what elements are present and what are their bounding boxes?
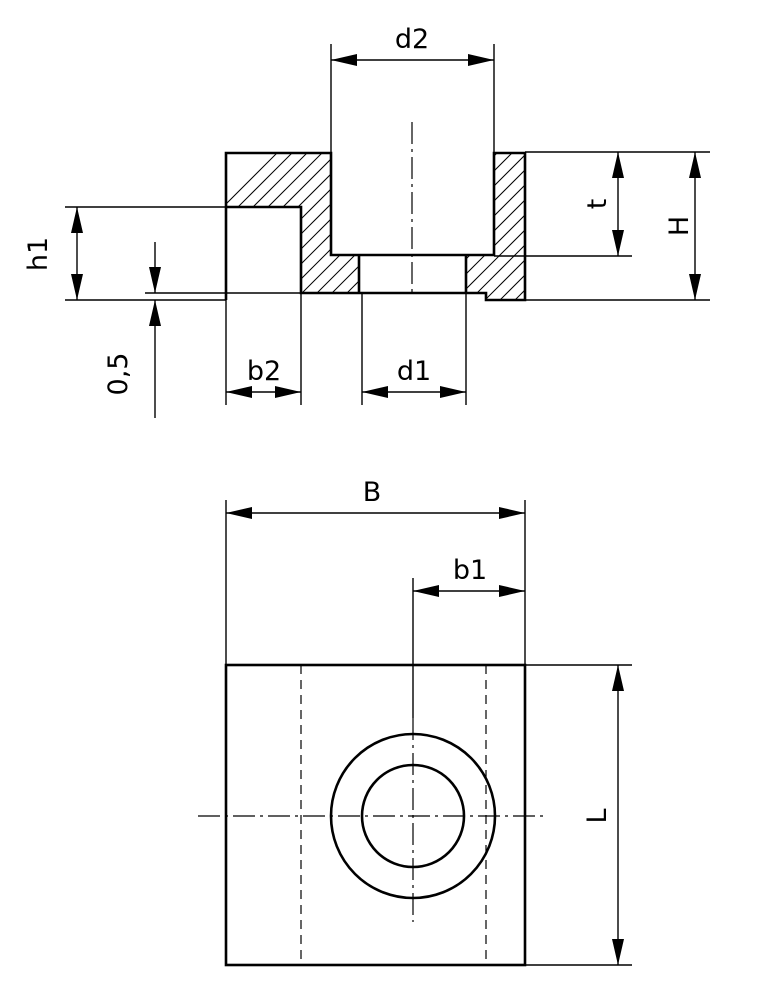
top-view: B b1 L — [198, 477, 632, 967]
dimension-b2 — [225, 293, 302, 405]
section-view: d2 t H h1 — [23, 24, 710, 418]
dimension-B — [225, 500, 526, 665]
label-b1: b1 — [453, 555, 487, 586]
dimension-b1 — [412, 578, 525, 718]
dimension-d1 — [361, 293, 467, 405]
label-H: H — [664, 216, 695, 236]
top-view-outline — [224, 663, 527, 967]
dimension-d2 — [330, 44, 495, 153]
label-t: t — [582, 199, 613, 210]
label-d2: d2 — [395, 24, 429, 55]
hatch-right — [466, 153, 525, 300]
dimension-0-5 — [145, 242, 301, 418]
label-B: B — [363, 477, 382, 508]
dimension-L — [525, 664, 632, 966]
label-d1: d1 — [397, 356, 431, 387]
dimension-H — [525, 152, 710, 301]
label-L: L — [582, 808, 613, 823]
label-b2: b2 — [247, 356, 281, 387]
hatch-left — [226, 153, 359, 293]
label-0-5: 0,5 — [103, 353, 134, 396]
dimension-h1 — [65, 206, 226, 301]
dimension-t — [494, 151, 710, 257]
label-h1: h1 — [23, 237, 54, 271]
section-outline — [224, 151, 527, 302]
